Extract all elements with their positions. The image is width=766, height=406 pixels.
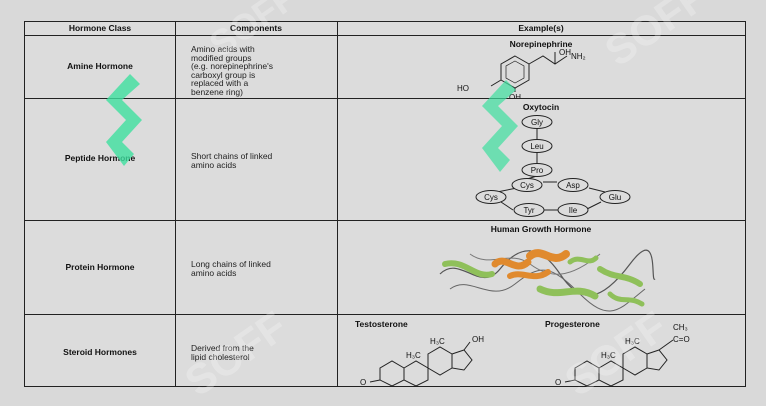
residue-ile: Ile (557, 203, 589, 217)
row-amine-components: Amino acids with modified groups (e.g. n… (191, 44, 273, 97)
label-co: C=O (673, 335, 690, 344)
svg-text:Ile: Ile (569, 206, 578, 215)
table-header: Hormone Class Components Example(s) (25, 22, 745, 36)
residue-leu: Leu (521, 139, 553, 153)
row-steroid-class: Steroid Hormones (63, 347, 137, 357)
oxytocin-title: Oxytocin (522, 102, 560, 112)
label-o: O (555, 378, 561, 386)
row-protein-class: Protein Hormone (65, 262, 135, 272)
residue-tyr: Tyr (513, 203, 545, 217)
svg-text:Cys: Cys (484, 193, 498, 202)
testosterone-structure: O H₃C H₃C OH (360, 335, 484, 386)
label-o: O (360, 378, 366, 386)
label-nh2: NH₂ (571, 52, 586, 61)
progesterone-structure: O H₃C H₃C CH₃ C=O (555, 323, 690, 386)
residue-asp: Asp (557, 178, 589, 192)
norepinephrine-title: Norepinephrine (509, 39, 573, 49)
oxytocin-structure: Gly Leu Pro Cys Asp Cys Glu Tyr Ile (475, 115, 631, 217)
hormone-table: Hormone Class Components Example(s) Amin… (24, 21, 746, 387)
header-hormone-class: Hormone Class (68, 23, 132, 33)
label-oh: OH (472, 335, 484, 344)
column-divider (175, 22, 176, 386)
norepinephrine-structure: OH NH₂ HO OH (457, 48, 586, 98)
svg-text:Leu: Leu (530, 142, 543, 151)
label-ho: HO (457, 84, 469, 93)
residue-gly: Gly (521, 115, 553, 129)
progesterone-title: Progesterone (545, 319, 600, 329)
row-divider (25, 314, 745, 315)
row-amine-class: Amine Hormone (67, 61, 133, 71)
svg-text:Tyr: Tyr (523, 206, 534, 215)
testosterone-title: Testosterone (355, 319, 408, 329)
residue-pro: Pro (521, 163, 553, 177)
hgh-title: Human Growth Hormone (490, 224, 592, 234)
residue-cys-1: Cys (511, 178, 543, 192)
label-h3c-2: H₃C (430, 337, 445, 346)
svg-text:Asp: Asp (566, 181, 580, 190)
watermark-logo (106, 74, 142, 166)
label-h3c-2: H₃C (625, 337, 640, 346)
row-steroid-components: Derived from the lipid cholesterol (191, 343, 254, 362)
column-divider (337, 22, 338, 386)
row-peptide-components: Short chains of linked amino acids (191, 151, 273, 170)
row-divider (25, 220, 745, 221)
residue-glu: Glu (599, 190, 631, 204)
svg-text:Cys: Cys (520, 181, 534, 190)
hgh-ribbon-structure (439, 249, 656, 312)
row-divider (25, 98, 745, 99)
svg-text:Gly: Gly (531, 118, 543, 127)
header-components: Components (230, 23, 282, 33)
residue-cys-2: Cys (475, 190, 507, 204)
svg-text:Pro: Pro (531, 166, 544, 175)
svg-text:Glu: Glu (609, 193, 621, 202)
watermark-logo (482, 80, 518, 172)
label-h3c: H₃C (406, 351, 421, 360)
label-oh-bottom: OH (509, 93, 521, 98)
header-examples: Example(s) (518, 23, 564, 33)
label-ch3: CH₃ (673, 323, 688, 332)
label-h3c: H₃C (601, 351, 616, 360)
label-oh: OH (559, 48, 571, 57)
row-protein-components: Long chains of linked amino acids (191, 259, 271, 278)
row-peptide-class: Peptide Hormone (64, 153, 136, 163)
